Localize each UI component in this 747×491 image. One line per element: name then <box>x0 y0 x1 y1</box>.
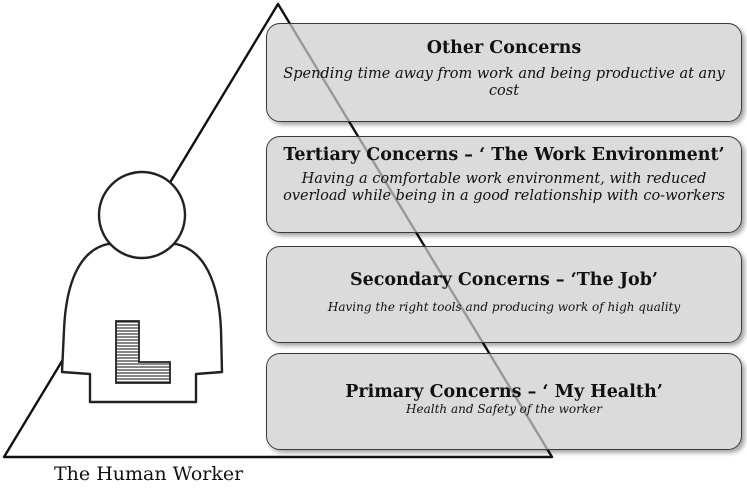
concern-box-secondary: Secondary Concerns – ‘The Job’ Having th… <box>266 246 742 343</box>
concern-box-other: Other Concerns Spending time away from w… <box>266 23 742 122</box>
concern-title: Primary Concerns – ‘ My Health’ <box>345 382 663 402</box>
worker-head <box>97 170 187 260</box>
shirt-logo-icon <box>115 320 171 384</box>
concern-description: Having a comfortable work environment, w… <box>283 171 725 204</box>
concern-description: Spending time away from work and being p… <box>283 66 725 99</box>
concern-box-tertiary: Tertiary Concerns – ‘ The Work Environme… <box>266 136 742 233</box>
concern-title: Other Concerns <box>426 38 582 58</box>
worker-figure-icon <box>60 170 224 404</box>
concern-title: Secondary Concerns – ‘The Job’ <box>349 270 659 290</box>
worker-body <box>60 242 224 404</box>
diagram-caption: The Human Worker <box>54 463 244 485</box>
concern-description: Having the right tools and producing wor… <box>327 300 681 314</box>
concern-title: Tertiary Concerns – ‘ The Work Environme… <box>283 145 725 165</box>
concern-description: Health and Safety of the worker <box>406 402 602 416</box>
concern-box-primary: Primary Concerns – ‘ My Health’ Health a… <box>266 353 742 450</box>
